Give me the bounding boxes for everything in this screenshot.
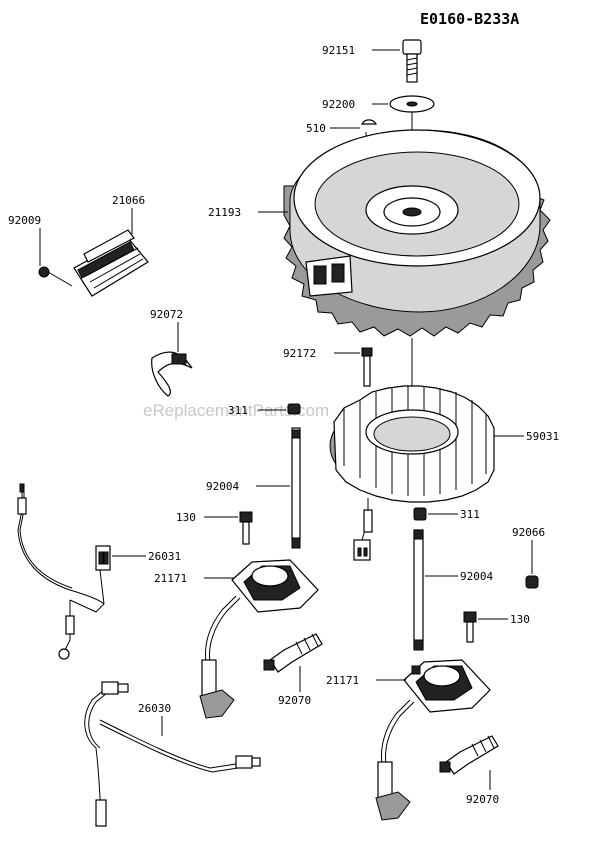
nut-311-left-part[interactable] — [287, 403, 301, 415]
diagram-code: E0160-B233A — [420, 10, 519, 28]
callout-26031: 26031 — [148, 550, 181, 563]
bolt-92151-part[interactable] — [402, 39, 422, 83]
callout-130-right: 130 — [510, 613, 530, 626]
callout-92009: 92009 — [8, 214, 41, 227]
flywheel-21193-part[interactable] — [283, 129, 551, 337]
callout-311-right: 311 — [460, 508, 480, 521]
callout-92004-left: 92004 — [206, 480, 239, 493]
callout-311-left: 311 — [228, 404, 248, 417]
callout-21171-right: 21171 — [326, 674, 359, 687]
stator-59031-part[interactable] — [329, 385, 495, 561]
stud-92004-left-part[interactable] — [291, 427, 301, 549]
screw-130-left-part[interactable] — [239, 511, 253, 545]
screw-130-right-part[interactable] — [463, 611, 477, 643]
callout-92200: 92200 — [322, 98, 355, 111]
callout-92072: 92072 — [150, 308, 183, 321]
coil-21171-right-part[interactable] — [375, 659, 491, 821]
washer-92200-part[interactable] — [389, 95, 435, 113]
watermark: eReplacementParts.com — [143, 401, 329, 420]
clamp-92072-part[interactable] — [151, 351, 193, 397]
callout-92070-right: 92070 — [466, 793, 499, 806]
spark-plug-92070-left-part[interactable] — [263, 633, 323, 673]
bolt-92172-part[interactable] — [361, 347, 373, 387]
spark-plug-92070-right-part[interactable] — [439, 735, 499, 775]
callout-92004-right: 92004 — [460, 570, 493, 583]
coil-21171-left-part[interactable] — [199, 559, 319, 719]
callout-21171-left: 21171 — [154, 572, 187, 585]
callout-92066: 92066 — [512, 526, 545, 539]
screw-92009-part[interactable] — [38, 266, 73, 287]
callout-92172: 92172 — [283, 347, 316, 360]
stud-92004-right-part[interactable] — [413, 529, 424, 651]
callout-92070-left: 92070 — [278, 694, 311, 707]
callout-92151: 92151 — [322, 44, 355, 57]
spacer-92066-part[interactable] — [525, 575, 539, 589]
callout-510: 510 — [306, 122, 326, 135]
callout-130-left: 130 — [176, 511, 196, 524]
callout-59031: 59031 — [526, 430, 559, 443]
callout-26030: 26030 — [138, 702, 171, 715]
nut-311-right-part[interactable] — [413, 507, 427, 521]
harness-26030-part[interactable] — [84, 681, 261, 827]
callout-21193: 21193 — [208, 206, 241, 219]
regulator-21066-part[interactable] — [73, 229, 149, 297]
callout-21066: 21066 — [112, 194, 145, 207]
harness-26031-part[interactable] — [17, 483, 111, 660]
